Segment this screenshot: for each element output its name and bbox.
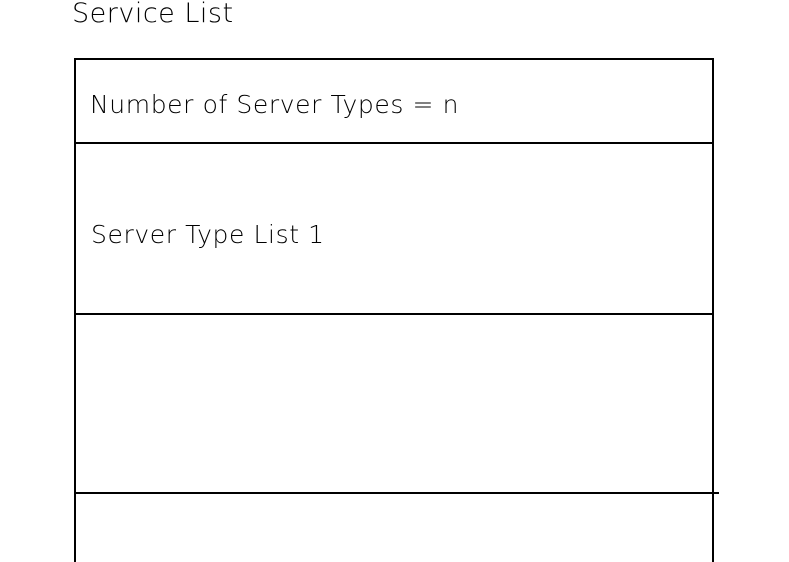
page-title: Service List: [72, 0, 234, 29]
table-row-3-label: [90, 144, 696, 311]
table-row-2-label: Server Type List 1: [91, 220, 325, 249]
table-row-4-label: [90, 494, 696, 562]
table-border-left: [74, 58, 76, 562]
table-border-right: [712, 58, 714, 562]
row-divider-3: [74, 492, 719, 494]
service-list-table: Number of Server Types = n Server Type L…: [74, 58, 719, 562]
table-row-1-label: Number of Server Types = n: [90, 90, 460, 119]
row-divider-2: [74, 313, 714, 315]
table-border-top: [74, 58, 714, 60]
row-divider-1: [74, 142, 714, 144]
